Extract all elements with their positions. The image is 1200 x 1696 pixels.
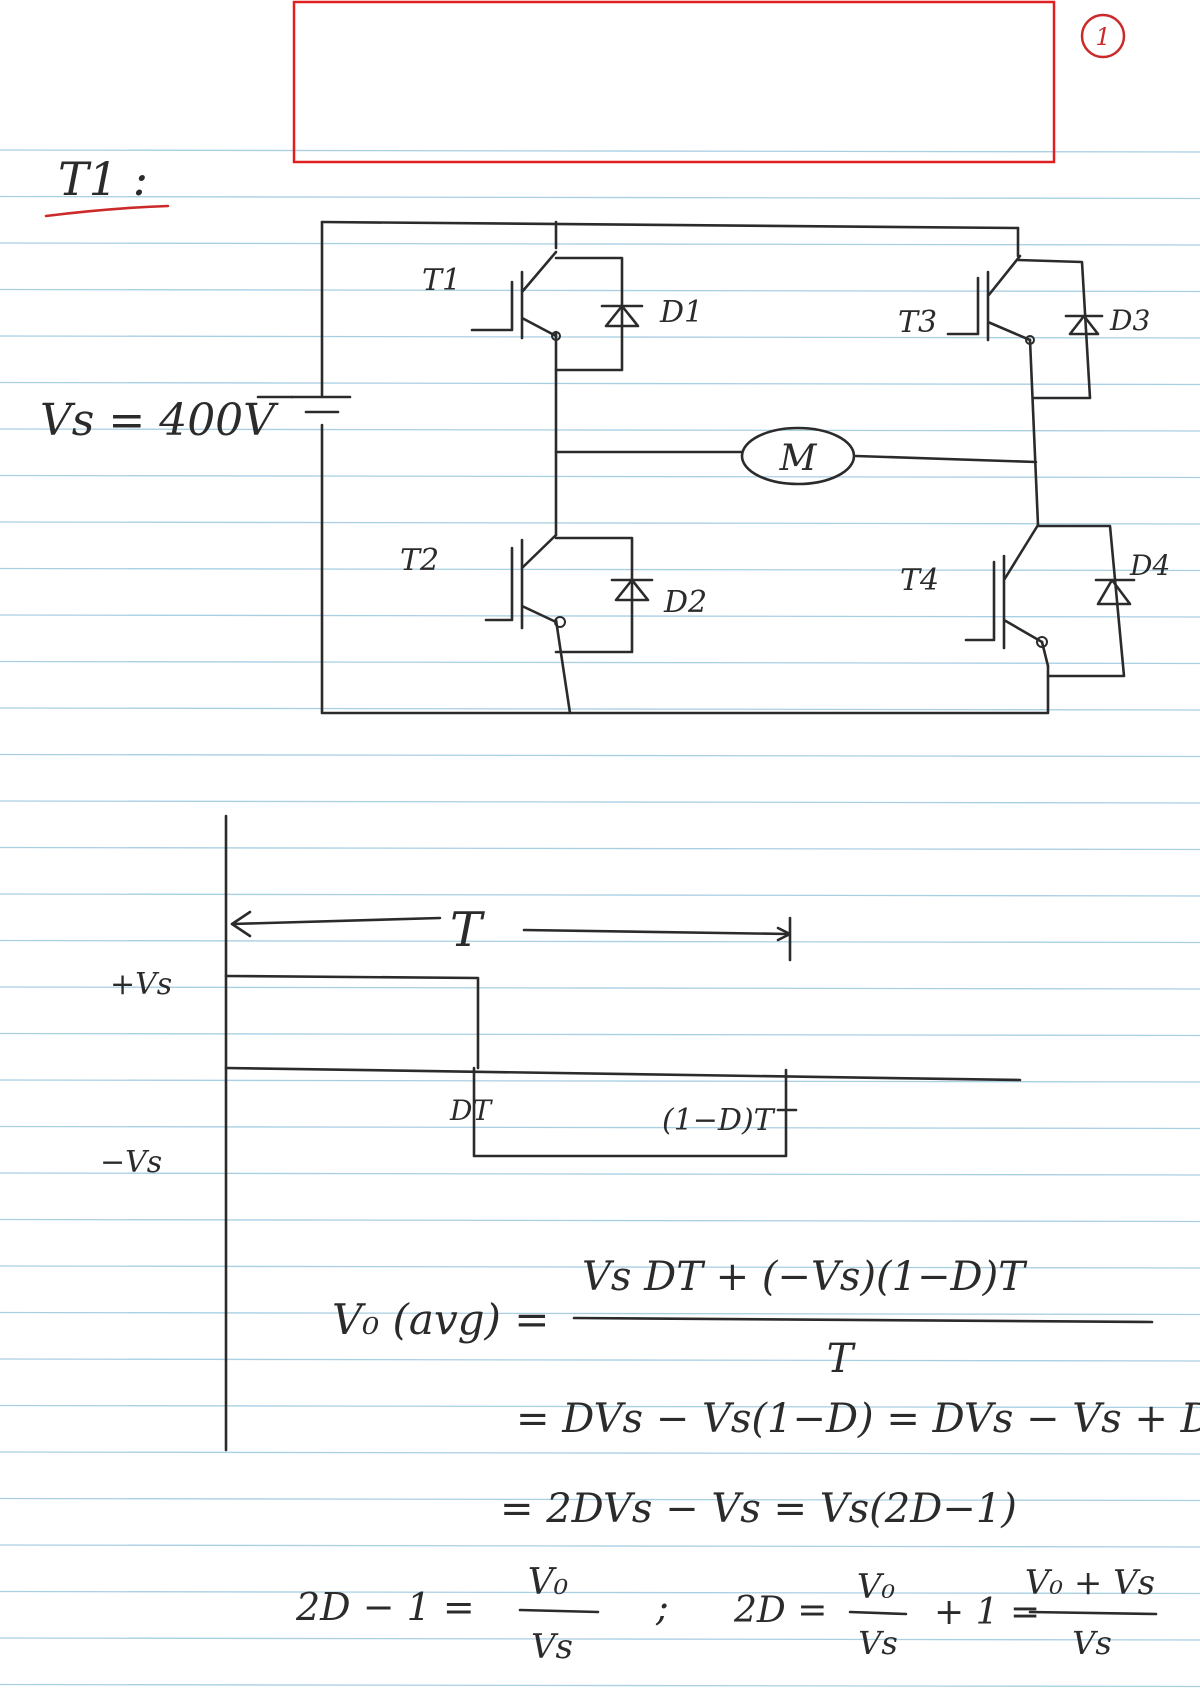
derivation: V₀ (avg) = Vs DT + (−Vs)(1−D)T T = DVs −… bbox=[295, 1254, 1200, 1667]
ruled-line bbox=[0, 149, 1200, 153]
label-t2: T2 bbox=[400, 543, 439, 578]
on-time-label: DT bbox=[449, 1094, 493, 1127]
final-a-num: V₀ bbox=[528, 1562, 568, 1603]
switch-t2: T2 bbox=[400, 533, 566, 630]
final-b-plus: + 1 = bbox=[934, 1592, 1040, 1633]
step-2: = DVs − Vs(1−D) = DVs − Vs + DVs bbox=[516, 1396, 1200, 1442]
ruled-line bbox=[0, 1079, 1200, 1083]
label-d3: D3 bbox=[1109, 304, 1150, 337]
label-d1: D1 bbox=[659, 295, 703, 330]
ruled-line bbox=[0, 1265, 1200, 1269]
final-a-den: Vs bbox=[531, 1627, 573, 1667]
final-b-num: V₀ bbox=[857, 1567, 896, 1607]
switch-t1: T1 bbox=[422, 250, 561, 341]
ruled-line bbox=[0, 474, 1200, 479]
label-d4: D4 bbox=[1129, 549, 1170, 582]
final-b-num2: V₀ + Vs bbox=[1025, 1563, 1155, 1603]
ruled-line bbox=[0, 288, 1200, 293]
ruled-line bbox=[0, 846, 1200, 851]
switch-t3: T3 bbox=[898, 254, 1035, 345]
h-bridge-circuit: Vs = 400V T1 D1 T2 D2 bbox=[40, 220, 1170, 715]
vavg-numerator: Vs DT + (−Vs)(1−D)T bbox=[582, 1254, 1028, 1300]
ruled-line bbox=[0, 1218, 1200, 1223]
motor: M bbox=[554, 426, 1038, 486]
ruled-line bbox=[0, 1637, 1200, 1641]
page-number-circle bbox=[1080, 13, 1126, 59]
ruled-line bbox=[0, 1683, 1200, 1688]
switch-t4: T4 bbox=[900, 523, 1048, 650]
diode-d1: D1 bbox=[554, 256, 703, 372]
ruled-line bbox=[0, 1590, 1200, 1595]
final-b-den2: Vs bbox=[1072, 1624, 1112, 1662]
diode-d3: D3 bbox=[1016, 258, 1150, 400]
final-b-lhs: 2D = bbox=[733, 1590, 827, 1631]
step-3: = 2DVs − Vs = Vs(2D−1) bbox=[500, 1486, 1017, 1532]
ruled-line bbox=[0, 521, 1200, 525]
ruled-line bbox=[0, 893, 1200, 897]
ruled-line bbox=[0, 1358, 1200, 1362]
vavg-lhs: V₀ (avg) = bbox=[332, 1295, 550, 1344]
label-t3: T3 bbox=[898, 305, 937, 340]
redaction-box bbox=[292, 0, 1056, 164]
heading-underline bbox=[44, 204, 170, 218]
ruled-lines bbox=[0, 149, 1200, 1688]
label-t1: T1 bbox=[422, 263, 461, 298]
vavg-denominator: T bbox=[827, 1336, 857, 1382]
ruled-line bbox=[0, 567, 1200, 572]
heading: T1 : bbox=[58, 152, 148, 206]
final-a-lhs: 2D − 1 = bbox=[295, 1585, 475, 1629]
diode-d4: D4 bbox=[1036, 524, 1170, 678]
off-time-label: (1−D)T bbox=[662, 1103, 776, 1138]
ruled-line bbox=[0, 1497, 1200, 1502]
ruled-line bbox=[0, 707, 1200, 711]
ruled-line bbox=[0, 1172, 1200, 1176]
label-t4: T4 bbox=[900, 563, 939, 598]
supply-voltage: Vs = 400V bbox=[40, 395, 279, 446]
ruled-line bbox=[0, 753, 1200, 758]
period-label: T bbox=[450, 902, 485, 958]
pos-level-label: +Vs bbox=[110, 967, 172, 1002]
ruled-line bbox=[0, 335, 1200, 339]
label-d2: D2 bbox=[663, 585, 707, 620]
final-b-den: Vs bbox=[858, 1624, 898, 1662]
final-sep: ; bbox=[655, 1585, 669, 1629]
ruled-line bbox=[0, 1451, 1200, 1455]
output-waveform: T +Vs −Vs DT (1−D)T bbox=[100, 814, 1022, 1452]
page-number: 1 bbox=[1095, 23, 1110, 51]
ruled-line bbox=[0, 428, 1200, 432]
ruled-line bbox=[0, 800, 1200, 804]
ruled-line bbox=[0, 381, 1200, 386]
ruled-line bbox=[0, 1544, 1200, 1548]
ruled-line bbox=[0, 1311, 1200, 1316]
ruled-line bbox=[0, 195, 1200, 200]
ruled-line bbox=[0, 986, 1200, 990]
ruled-line bbox=[0, 1125, 1200, 1130]
ruled-line bbox=[0, 1032, 1200, 1037]
label-motor: M bbox=[779, 438, 818, 479]
ruled-line bbox=[0, 939, 1200, 944]
ruled-line bbox=[0, 242, 1200, 246]
ruled-line bbox=[0, 614, 1200, 618]
diode-d2: D2 bbox=[554, 536, 707, 654]
ruled-line bbox=[0, 1404, 1200, 1409]
ruled-line bbox=[0, 660, 1200, 665]
neg-level-label: −Vs bbox=[100, 1145, 162, 1180]
